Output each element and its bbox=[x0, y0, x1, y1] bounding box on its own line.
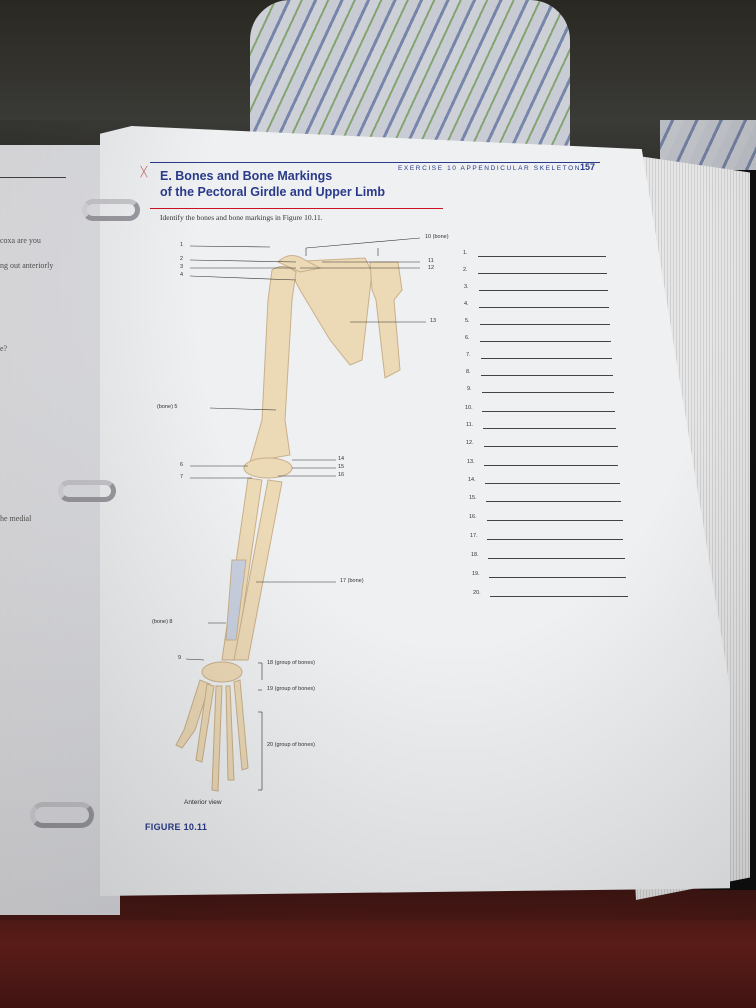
label-10: 10 (bone) bbox=[425, 234, 449, 240]
label-14: 14 bbox=[338, 456, 345, 462]
title-rule bbox=[150, 208, 443, 209]
label-17: 17 (bone) bbox=[340, 578, 364, 584]
sternum bbox=[369, 261, 403, 379]
workbook-page bbox=[100, 126, 730, 896]
answer-blank[interactable] bbox=[480, 341, 611, 342]
binder-ring bbox=[82, 199, 140, 221]
answer-number: 3. bbox=[464, 284, 469, 290]
answer-number: 4. bbox=[464, 301, 469, 307]
figure-caption: FIGURE 10.11 bbox=[145, 822, 208, 832]
label-6: 6 bbox=[180, 462, 184, 468]
answer-blank[interactable] bbox=[487, 520, 623, 521]
forearm bbox=[221, 477, 283, 661]
red-cloth bbox=[0, 880, 756, 1008]
answer-number: 7. bbox=[466, 352, 471, 358]
answer-blank[interactable] bbox=[485, 483, 620, 484]
binder-ring bbox=[58, 480, 116, 502]
answer-number: 15. bbox=[469, 495, 477, 501]
label-1: 1 bbox=[180, 242, 184, 248]
answer-number: 12. bbox=[466, 440, 474, 446]
view-caption: Anterior view bbox=[184, 799, 222, 806]
answer-blank[interactable] bbox=[490, 596, 628, 597]
left-text-3: e? bbox=[0, 344, 8, 353]
title-line-1: E. Bones and Bone Markings bbox=[160, 169, 333, 183]
label-13: 13 bbox=[430, 318, 437, 324]
leader-lines bbox=[185, 237, 426, 791]
answer-number: 6. bbox=[465, 335, 470, 341]
answer-number: 9. bbox=[467, 386, 472, 392]
answer-number: 18. bbox=[471, 552, 479, 558]
answer-blank[interactable] bbox=[478, 256, 606, 257]
label-11: 11 bbox=[428, 258, 434, 264]
humerus bbox=[243, 266, 297, 479]
title-line-2: of the Pectoral Girdle and Upper Limb bbox=[160, 185, 386, 199]
label-20: 20 (group of bones) bbox=[267, 742, 316, 748]
label-9: 9 bbox=[178, 655, 182, 661]
label-16: 16 bbox=[338, 472, 345, 478]
answer-number: 8. bbox=[466, 369, 471, 375]
answer-blank[interactable] bbox=[486, 501, 621, 502]
label-5: (bone) 5 bbox=[157, 404, 178, 410]
header-rule bbox=[150, 162, 600, 163]
answer-blank[interactable] bbox=[488, 558, 625, 559]
answer-number: 1. bbox=[463, 250, 468, 256]
left-text-4: he medial bbox=[0, 514, 32, 523]
answer-number: 20. bbox=[473, 590, 481, 596]
label-8: (bone) 8 bbox=[152, 619, 173, 625]
striped-shirt bbox=[250, 0, 570, 150]
answer-number: 17. bbox=[470, 533, 478, 539]
answer-blank[interactable] bbox=[481, 375, 613, 376]
answer-number: 11. bbox=[466, 422, 474, 428]
left-text-2: ng out anteriorly bbox=[0, 261, 54, 270]
answer-blank[interactable] bbox=[489, 577, 626, 578]
binder-ring bbox=[30, 802, 94, 828]
label-19: 19 (group of bones) bbox=[267, 686, 316, 692]
label-18: 18 (group of bones) bbox=[267, 660, 316, 666]
label-4: 4 bbox=[180, 272, 184, 278]
answer-blank[interactable] bbox=[478, 273, 607, 274]
left-rule bbox=[0, 177, 66, 178]
answer-blank[interactable] bbox=[482, 411, 615, 412]
label-2: 2 bbox=[180, 256, 184, 262]
left-text-1: coxa are you bbox=[0, 236, 41, 245]
label-7: 7 bbox=[180, 474, 184, 480]
instruction-text: Identify the bones and bone markings in … bbox=[160, 213, 323, 222]
answer-number: 5. bbox=[465, 318, 470, 324]
answer-blank[interactable] bbox=[480, 324, 610, 325]
answer-blank[interactable] bbox=[482, 392, 614, 393]
answer-blank[interactable] bbox=[479, 307, 609, 308]
section-title: E. Bones and Bone Markings of the Pector… bbox=[160, 168, 385, 200]
answer-blank[interactable] bbox=[481, 358, 612, 359]
running-head: EXERCISE 10 APPENDICULAR SKELETON bbox=[398, 165, 582, 172]
label-12: 12 bbox=[428, 265, 435, 271]
answer-blank[interactable] bbox=[483, 428, 616, 429]
answer-blank[interactable] bbox=[484, 465, 618, 466]
page-number: 157 bbox=[580, 162, 596, 172]
answer-number: 16. bbox=[469, 514, 477, 520]
answer-number: 14. bbox=[468, 477, 476, 483]
label-3: 3 bbox=[180, 264, 184, 270]
answer-number: 2. bbox=[463, 267, 468, 273]
hand bbox=[175, 661, 249, 792]
answer-blank[interactable] bbox=[487, 539, 623, 540]
answer-number: 19. bbox=[472, 571, 480, 577]
label-15: 15 bbox=[338, 464, 345, 470]
handwritten-mark: ᚷ bbox=[140, 164, 148, 179]
answer-number: 13. bbox=[467, 459, 475, 465]
answer-blank[interactable] bbox=[479, 290, 608, 291]
answer-number: 10. bbox=[465, 405, 473, 411]
answer-blank[interactable] bbox=[484, 446, 618, 447]
